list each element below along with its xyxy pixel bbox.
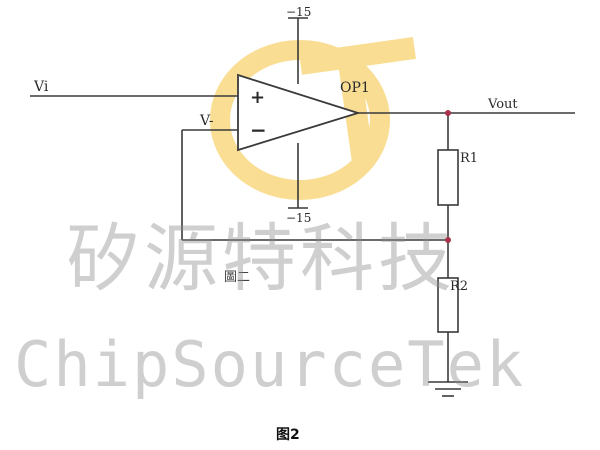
plus-sign: + — [250, 87, 265, 108]
opamp-label: OP1 — [340, 80, 370, 96]
minus-sign: − — [250, 118, 267, 142]
resistor-r1 — [437, 149, 459, 206]
r2-label: R2 — [450, 279, 468, 294]
supply-top-label: −15 — [286, 5, 311, 19]
opamp-triangle — [237, 73, 362, 152]
supply-bottom-label: −15 — [286, 211, 311, 225]
ground-icon — [428, 381, 468, 397]
r1-label: R1 — [460, 151, 478, 166]
wires — [30, 18, 575, 382]
input-label: Vi — [33, 79, 49, 95]
figure-caption: 图2 — [276, 427, 300, 443]
inner-caption: 圖二 — [224, 270, 251, 285]
watermark-chinese: 矽源特科技 — [66, 216, 456, 302]
resistor-r2 — [437, 277, 459, 333]
output-label: Vout — [487, 97, 518, 112]
inverting-label: V- — [199, 113, 214, 129]
junction-output — [445, 110, 451, 116]
junction-divider — [445, 237, 451, 243]
watermark-english: ChipSourceTek — [14, 328, 526, 401]
